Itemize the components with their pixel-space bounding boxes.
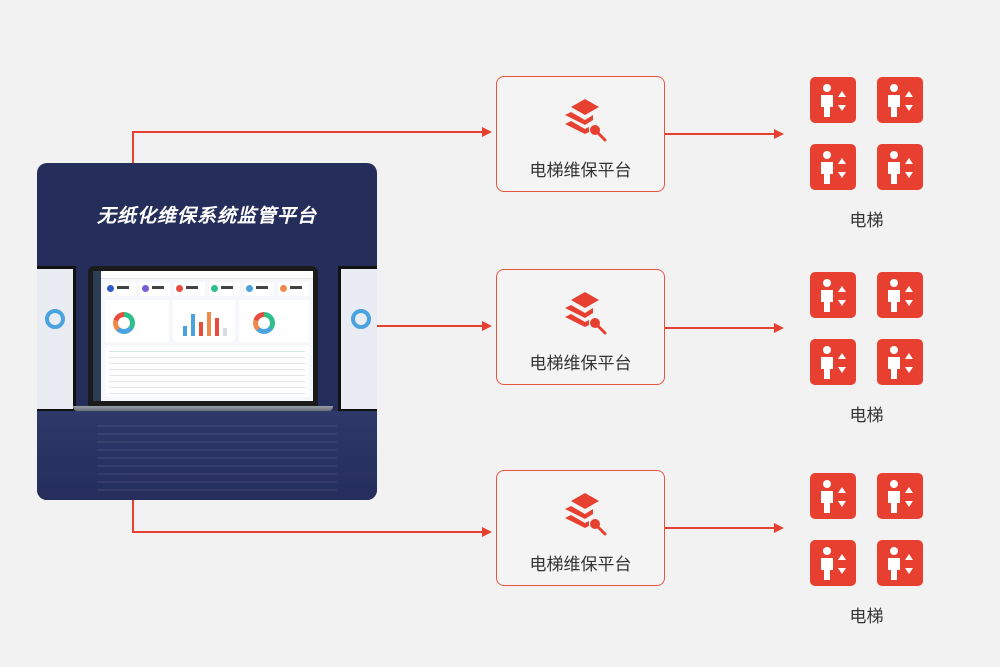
elevator-group[interactable]: 电梯 (810, 272, 923, 426)
dashboard-card: 无纸化维保系统监管平台 (37, 163, 377, 500)
elevator-icon (810, 473, 856, 519)
platform-label: 电梯维保平台 (529, 354, 632, 374)
layers-wrench-icon (565, 493, 607, 536)
elevator-icon (810, 540, 856, 586)
elevator-label: 电梯 (849, 607, 884, 627)
elevator-icon (877, 144, 923, 190)
layers-wrench-icon (565, 99, 607, 142)
platform-box[interactable]: 电梯维保平台 (496, 470, 665, 586)
laptop-screenshot (88, 266, 318, 406)
screen-reflection (37, 411, 377, 500)
platform-label: 电梯维保平台 (529, 161, 632, 181)
elevator-icon (877, 473, 923, 519)
elevator-icon (877, 272, 923, 318)
elevator-icon (877, 540, 923, 586)
side-screen-right (338, 266, 377, 412)
elevator-label: 电梯 (849, 406, 884, 426)
elevator-icon (810, 77, 856, 123)
laptop-base (73, 406, 333, 412)
dashboard-title: 无纸化维保系统监管平台 (96, 205, 317, 227)
elevator-label: 电梯 (849, 211, 884, 231)
elevator-icon (810, 339, 856, 385)
elevator-icon (810, 144, 856, 190)
connector-arrow (132, 127, 492, 163)
elevator-group[interactable]: 电梯 (810, 77, 923, 231)
connector-arrow (132, 500, 492, 537)
platform-box[interactable]: 电梯维保平台 (496, 269, 665, 385)
layers-wrench-icon (565, 292, 607, 335)
platform-box[interactable]: 电梯维保平台 (496, 76, 665, 192)
platform-label: 电梯维保平台 (529, 555, 632, 575)
elevator-icon (810, 272, 856, 318)
dashboard-screen (93, 271, 313, 401)
elevator-icon (877, 77, 923, 123)
side-screen-left (37, 266, 76, 412)
elevator-icon (877, 339, 923, 385)
elevator-group[interactable]: 电梯 (810, 473, 923, 627)
